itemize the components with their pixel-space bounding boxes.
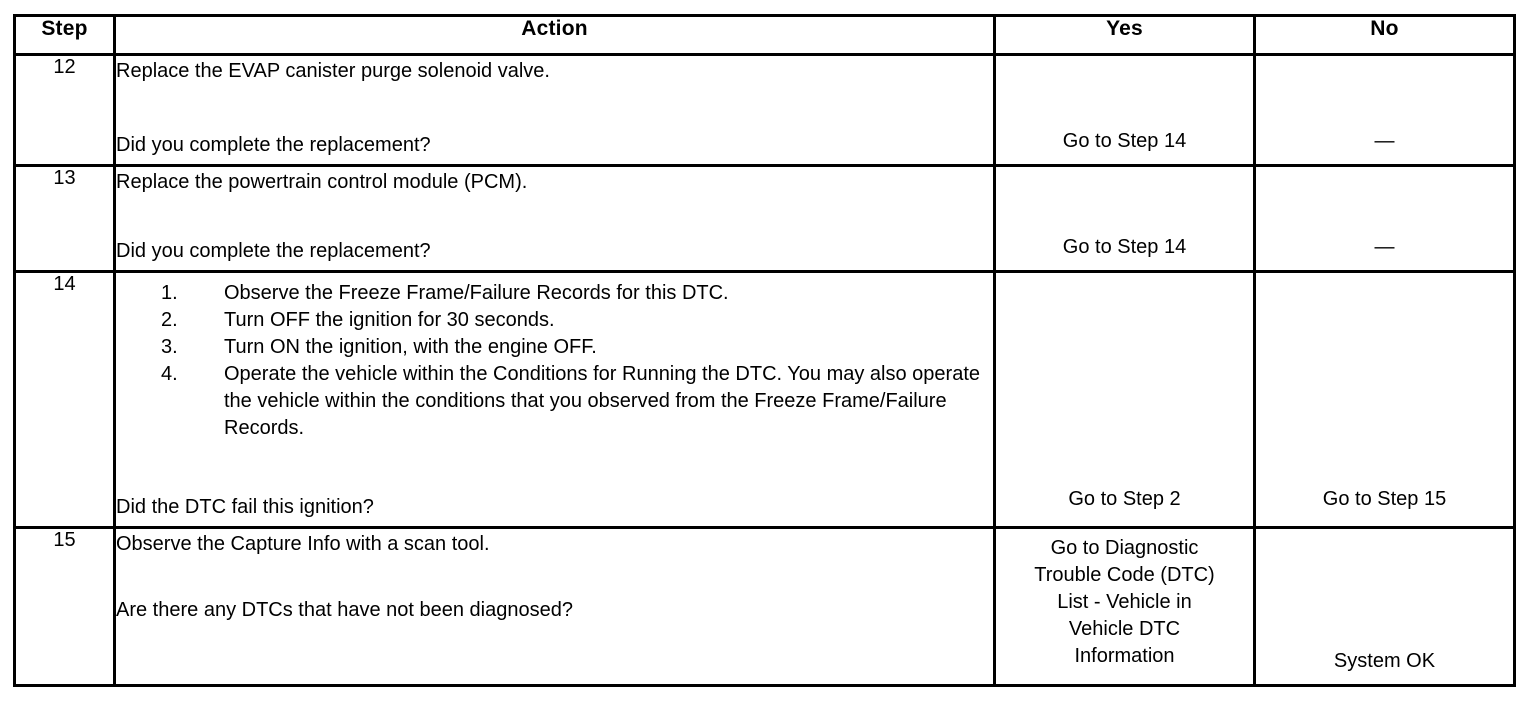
list-item: 3. Turn ON the ignition, with the engine… (116, 334, 993, 361)
column-header-yes: Yes (993, 14, 1256, 56)
yes-result-cell: Go to Step 2 (993, 270, 1256, 529)
action-lead-text: Replace the powertrain control module (P… (116, 171, 528, 193)
list-item-text: Observe the Freeze Frame/Failure Records… (224, 282, 729, 304)
table-header: Step Action Yes No (13, 14, 1516, 56)
column-header-no: No (1253, 14, 1516, 56)
action-question-text: Did you complete the replacement? (116, 134, 431, 156)
list-item: 2. Turn OFF the ignition for 30 seconds. (116, 307, 993, 334)
list-item-number: 3. (161, 336, 178, 358)
action-cell: Replace the powertrain control module (P… (113, 164, 996, 273)
step-number-cell: 15 (13, 526, 116, 687)
table-body: 12 Replace the EVAP canister purge solen… (13, 53, 1516, 687)
yes-result-line: Information (1074, 645, 1175, 667)
column-header-step: Step (13, 14, 116, 56)
step-number-cell: 14 (13, 270, 116, 529)
yes-result-cell: Go to Diagnostic Trouble Code (DTC) List… (993, 526, 1256, 687)
action-lead-text: Observe the Capture Info with a scan too… (116, 533, 490, 555)
action-question-text: Are there any DTCs that have not been di… (116, 599, 573, 621)
no-result-text: — (1374, 130, 1395, 152)
yes-result-cell: Go to Step 14 (993, 164, 1256, 273)
no-result-text: System OK (1333, 650, 1436, 672)
yes-result-text: Go to Step 14 (1062, 130, 1187, 152)
no-result-text: Go to Step 15 (1322, 488, 1447, 510)
yes-result-line: Trouble Code (DTC) (1034, 564, 1215, 586)
no-result-cell: — (1253, 164, 1516, 273)
list-item: 4. Operate the vehicle within the Condit… (116, 361, 993, 442)
table-row: 13 Replace the powertrain control module… (13, 164, 1516, 273)
action-cell: Observe the Capture Info with a scan too… (113, 526, 996, 687)
yes-result-line: List - Vehicle in (1057, 591, 1192, 613)
list-item-text: Operate the vehicle within the Condition… (224, 363, 980, 439)
table-row: 15 Observe the Capture Info with a scan … (13, 526, 1516, 687)
no-result-cell: — (1253, 53, 1516, 167)
action-lead-text: Replace the EVAP canister purge solenoid… (116, 60, 550, 82)
list-item-number: 1. (161, 282, 178, 304)
no-result-cell: System OK (1253, 526, 1516, 687)
yes-result-text: Go to Step 14 (1062, 236, 1187, 258)
table-header-row: Step Action Yes No (13, 14, 1516, 56)
list-item: 1. Observe the Freeze Frame/Failure Reco… (116, 280, 993, 307)
list-item-text: Turn ON the ignition, with the engine OF… (224, 336, 597, 358)
action-question-text: Did the DTC fail this ignition? (116, 496, 374, 518)
yes-result-line: Go to Diagnostic (1050, 537, 1199, 559)
procedure-step-list: 1. Observe the Freeze Frame/Failure Reco… (116, 280, 993, 442)
list-item-number: 4. (161, 363, 178, 385)
yes-result-text-block: Go to Diagnostic Trouble Code (DTC) List… (996, 529, 1253, 670)
no-result-text: — (1374, 236, 1395, 258)
action-question-text: Did you complete the replacement? (116, 240, 431, 262)
no-result-cell: Go to Step 15 (1253, 270, 1516, 529)
table-row: 12 Replace the EVAP canister purge solen… (13, 53, 1516, 167)
list-item-text: Turn OFF the ignition for 30 seconds. (224, 309, 555, 331)
table-row: 14 1. Observe the Freeze Frame/Failure R… (13, 270, 1516, 529)
yes-result-cell: Go to Step 14 (993, 53, 1256, 167)
action-cell: 1. Observe the Freeze Frame/Failure Reco… (113, 270, 996, 529)
yes-result-line: Vehicle DTC (1068, 618, 1181, 640)
diagnostic-procedure-table: Step Action Yes No 12 Replace the EVAP c… (13, 14, 1516, 687)
column-header-action: Action (113, 14, 996, 56)
step-number-cell: 12 (13, 53, 116, 167)
yes-result-text: Go to Step 2 (1068, 488, 1181, 510)
list-item-number: 2. (161, 309, 178, 331)
action-cell: Replace the EVAP canister purge solenoid… (113, 53, 996, 167)
step-number-cell: 13 (13, 164, 116, 273)
